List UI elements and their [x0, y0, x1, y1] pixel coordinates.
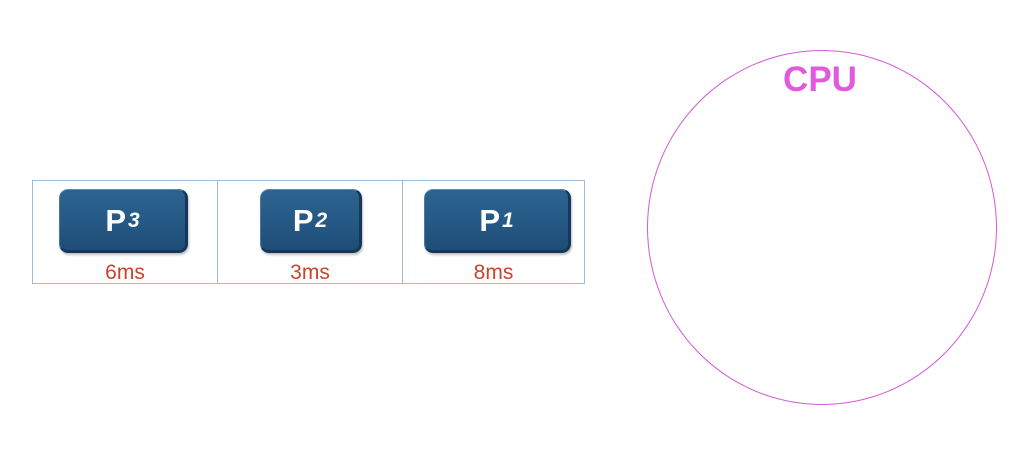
- process-index: 1: [502, 208, 514, 232]
- burst-time-p1: 8ms: [473, 261, 514, 284]
- cpu-circle: CPU: [647, 50, 997, 405]
- burst-time-p2: 3ms: [290, 261, 330, 284]
- cpu-label: CPU: [783, 60, 857, 99]
- burst-time-p3: 6ms: [105, 261, 145, 284]
- process-letter: P: [479, 202, 500, 238]
- process-index: 3: [128, 208, 140, 232]
- process-index: 2: [315, 208, 328, 232]
- process-letter: P: [105, 202, 126, 238]
- process-letter: P: [292, 202, 314, 238]
